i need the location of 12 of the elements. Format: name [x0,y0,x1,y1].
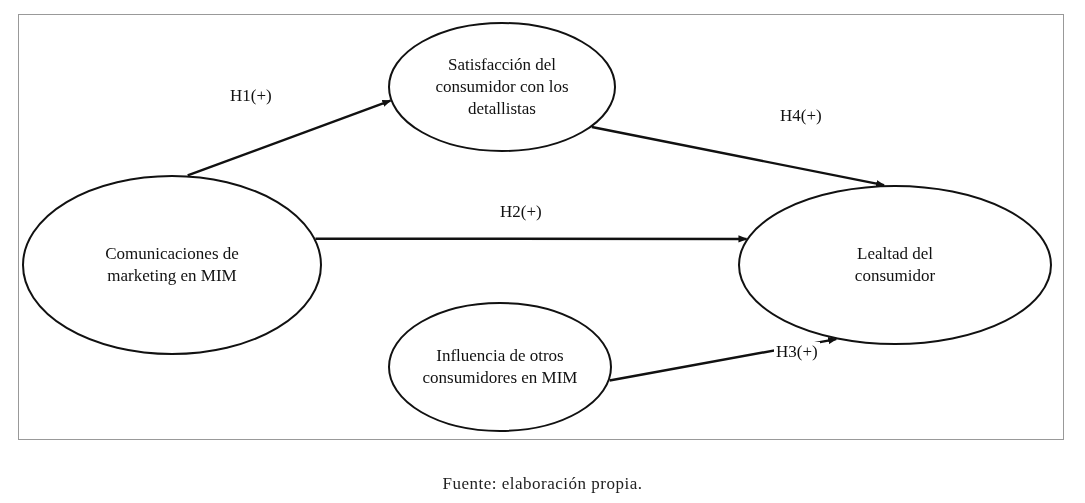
edge-label: H3(+) [774,342,820,362]
edge-label: H4(+) [778,106,824,126]
arrow [315,235,748,243]
node-text: Lealtad del consumidor [853,242,937,287]
edge-label: H1(+) [228,86,274,106]
edge-label: H2(+) [498,202,544,222]
node-text: Comunicaciones de marketing en MIM [104,242,240,287]
caption: Fuente: elaboración propia. [442,474,643,494]
node-text: Satisfacción del consumidor con los detallistas [434,53,570,121]
arrow [591,125,885,188]
arrow [187,99,392,177]
node-text: Influencia de otros consumidores en MIM [421,344,579,389]
